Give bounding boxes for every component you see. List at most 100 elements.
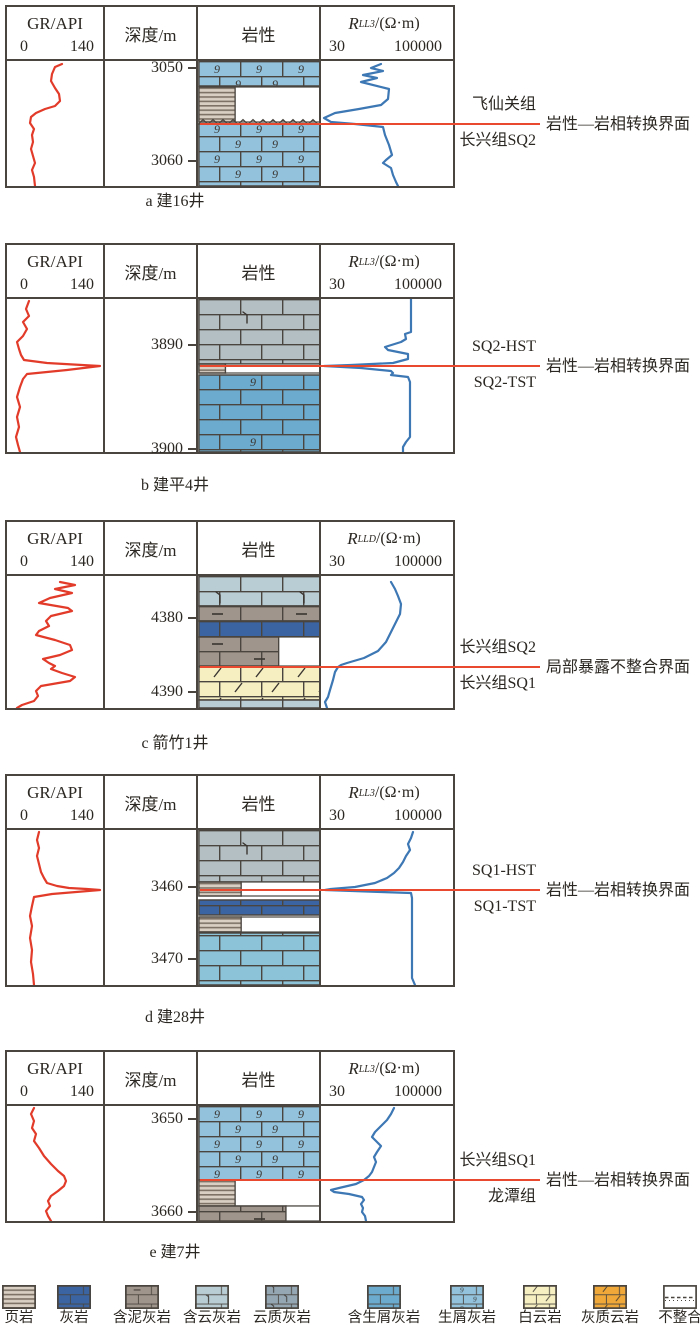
gr-scale-max: 140 — [70, 38, 94, 55]
lith-column-svg — [198, 576, 321, 708]
lith-layer-bioclastSparse — [198, 374, 321, 452]
lith-layer-limeGrayHook — [198, 830, 321, 883]
gr-track — [7, 576, 103, 708]
gr-track — [7, 299, 103, 452]
lith-layer-dolomiteYellow — [198, 666, 321, 701]
depth-tick-mark — [188, 448, 196, 450]
interface-below-label: SQ1-TST — [473, 898, 536, 915]
resistivity-curve — [323, 580, 403, 708]
lith-layer-bioclastDense — [198, 123, 321, 186]
res-scale-min: 30 — [329, 276, 345, 293]
res-track — [319, 1106, 447, 1221]
gr-curve — [29, 1106, 68, 1221]
panel-caption: e 建7井 — [149, 1244, 201, 1261]
res-scale-max: 100000 — [394, 553, 442, 570]
res-scale-min: 30 — [329, 807, 345, 824]
lith-gap-white — [240, 916, 321, 933]
gr-scale-min: 0 — [20, 807, 28, 824]
gr-scale-min: 0 — [20, 38, 28, 55]
panel-caption: c 箭竹1井 — [141, 735, 209, 752]
lith-layer-mudLime — [198, 605, 321, 622]
lith-header-cell: 岩性 — [196, 776, 319, 828]
res-scale-min: 30 — [329, 1083, 345, 1100]
gr-curve — [28, 62, 64, 186]
depth-tick-mark — [188, 67, 196, 69]
lith-layer-bioclastMed — [198, 932, 321, 985]
depth-tick-mark — [188, 691, 196, 693]
legend-swatch-unconf — [663, 1285, 697, 1309]
lith-title: 岩性 — [241, 1070, 276, 1090]
legend-swatch-bioclastSparse — [367, 1285, 401, 1309]
lith-gap-white — [234, 86, 321, 123]
gr-curve-svg — [28, 62, 64, 186]
lith-layer-limeDark — [198, 899, 321, 916]
resistivity-curve-svg — [323, 580, 403, 708]
lith-track — [196, 1106, 321, 1221]
res-scale-max: 100000 — [394, 807, 442, 824]
res-scale-min: 30 — [329, 553, 345, 570]
depth-tick-mark — [188, 160, 196, 162]
res-scale: 30 100000 — [321, 553, 447, 574]
res-scale: 30 100000 — [321, 807, 447, 828]
res-scale-max: 100000 — [394, 38, 442, 55]
interface-line — [200, 123, 540, 125]
interface-above-label: 长兴组SQ1 — [459, 1152, 536, 1169]
depth-tick-label: 3890 — [151, 336, 183, 353]
depth-tick-label: 3460 — [151, 878, 183, 895]
depth-title: 深度/m — [124, 540, 177, 560]
lith-header-cell: 岩性 — [196, 1052, 319, 1104]
lith-track — [196, 576, 321, 708]
legend-label: 页岩 — [4, 1310, 34, 1326]
depth-title: 深度/m — [124, 794, 177, 814]
depth-tick-label: 3900 — [151, 440, 183, 457]
depth-tick-label: 4390 — [151, 683, 183, 700]
depth-header-cell: 深度/m — [103, 245, 196, 297]
gr-scale-max: 140 — [70, 1083, 94, 1100]
lith-layer-shale — [198, 1179, 236, 1207]
lith-column-svg — [198, 299, 321, 452]
lith-column-svg — [198, 830, 321, 985]
legend-label: 生屑灰岩 — [438, 1310, 496, 1326]
lith-track — [196, 299, 321, 452]
legend-label: 不整合 — [658, 1310, 700, 1326]
interface-below-label: 长兴组SQ1 — [459, 675, 536, 692]
legend-swatch-limyDolOrange — [593, 1285, 627, 1309]
legend-swatch-dolomiteYellow — [523, 1285, 557, 1309]
gr-curve — [28, 830, 102, 985]
lith-layer-dolLimeLight — [198, 576, 321, 607]
lith-layer-mudLime — [198, 636, 280, 667]
interface-line — [200, 666, 540, 668]
gr-curve-svg — [15, 580, 77, 708]
lith-title: 岩性 — [241, 794, 276, 814]
interface-below-label: SQ2-TST — [473, 374, 536, 391]
lith-layer-shale — [198, 86, 236, 123]
lith-header-cell: 岩性 — [196, 522, 319, 574]
resistivity-curve-svg — [329, 1106, 396, 1221]
gr-track — [7, 61, 103, 186]
legend-label: 灰岩 — [59, 1310, 89, 1326]
legend-swatch-bioclastDense — [450, 1285, 484, 1309]
gr-title: GR/API — [27, 1059, 83, 1078]
interface-below-label: 长兴组SQ2 — [459, 132, 536, 149]
depth-header-cell: 深度/m — [103, 776, 196, 828]
lith-title: 岩性 — [241, 540, 276, 560]
resistivity-curve — [322, 62, 400, 186]
